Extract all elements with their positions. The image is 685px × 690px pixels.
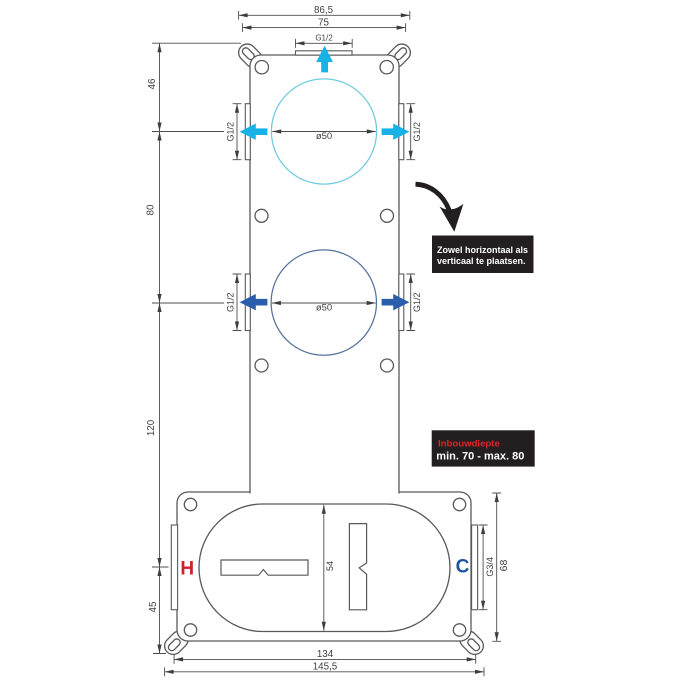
- svg-text:120: 120: [146, 419, 157, 436]
- svg-text:75: 75: [318, 17, 329, 28]
- svg-text:H: H: [180, 559, 194, 580]
- svg-text:C: C: [456, 557, 470, 578]
- svg-text:145,5: 145,5: [313, 661, 338, 672]
- svg-text:54: 54: [325, 561, 335, 571]
- svg-text:verticaal te plaatsen.: verticaal te plaatsen.: [437, 256, 526, 266]
- svg-text:ø50: ø50: [316, 303, 332, 314]
- svg-text:G1/2: G1/2: [315, 33, 333, 42]
- svg-text:68: 68: [498, 560, 510, 572]
- svg-text:45: 45: [148, 601, 159, 612]
- svg-text:G1/2: G1/2: [412, 292, 422, 312]
- svg-text:134: 134: [317, 649, 334, 660]
- svg-text:80: 80: [146, 204, 157, 215]
- svg-text:46: 46: [147, 78, 158, 89]
- svg-text:G1/2: G1/2: [226, 122, 236, 142]
- svg-text:G3/4: G3/4: [485, 557, 495, 577]
- svg-text:Zowel horizontaal als: Zowel horizontaal als: [437, 245, 528, 255]
- svg-text:86,5: 86,5: [314, 5, 334, 16]
- svg-text:G1/2: G1/2: [412, 122, 422, 142]
- svg-text:Inbouwdiepte: Inbouwdiepte: [438, 438, 500, 449]
- svg-text:ø50: ø50: [316, 131, 332, 142]
- svg-text:G1/2: G1/2: [226, 292, 236, 312]
- svg-text:min. 70 - max. 80: min. 70 - max. 80: [436, 451, 524, 463]
